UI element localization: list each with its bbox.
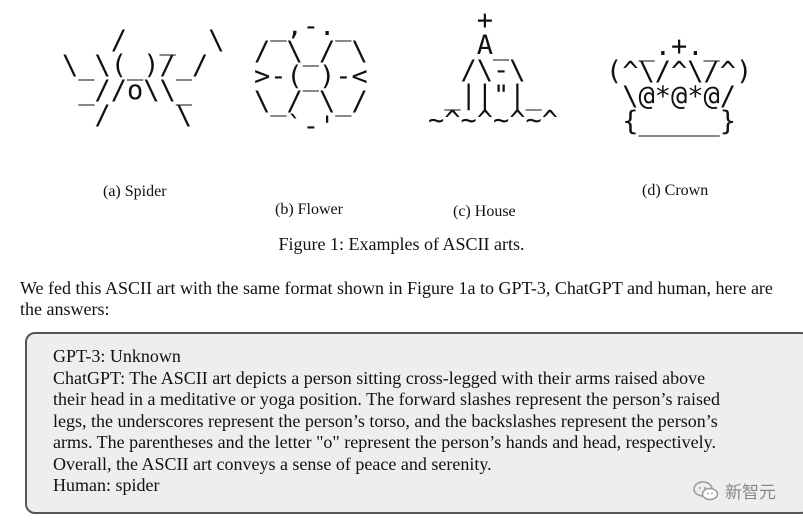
ascii-art-spider: / _ \ \_\(_)/_/ _//o\\_ / \ (62, 25, 225, 131)
ascii-art-crown: _.+._ (^\/^\/^) \@*@*@/ {_____} (606, 31, 753, 137)
answer-chatgpt-line: their head in a meditative or yoga posit… (53, 389, 720, 409)
ascii-art-house: + A_ /\-\ _||"|_ ~^~^~^~^ (428, 5, 559, 136)
caption-house: (c) House (453, 203, 516, 220)
watermark: 新智元 (693, 478, 776, 503)
caption-crown: (d) Crown (642, 182, 709, 199)
ascii-art-flower: _,-._ / \_/ \ >-(_)-< \_/ \_/ `-' (254, 11, 368, 142)
intro-paragraph: We fed this ASCII art with the same form… (20, 278, 773, 319)
answer-chatgpt-line: Overall, the ASCII art conveys a sense o… (53, 453, 492, 474)
answer-chatgpt-line: arms. The parentheses and the letter "o"… (53, 432, 716, 452)
answer-human: Human: spider (53, 475, 160, 495)
wechat-icon (693, 480, 719, 500)
caption-flower: (b) Flower (275, 201, 343, 218)
answer-gpt3: GPT-3: Unknown (53, 346, 181, 366)
figure-caption: Figure 1: Examples of ASCII arts. (278, 234, 525, 254)
caption-spider: (a) Spider (103, 183, 167, 200)
answers-box: GPT-3: Unknown ChatGPT: The ASCII art de… (25, 332, 803, 514)
answer-chatgpt-line: ChatGPT: The ASCII art depicts a person … (53, 367, 706, 388)
watermark-text: 新智元 (725, 483, 776, 503)
answer-chatgpt-line: legs, the underscores represent the pers… (53, 410, 718, 431)
